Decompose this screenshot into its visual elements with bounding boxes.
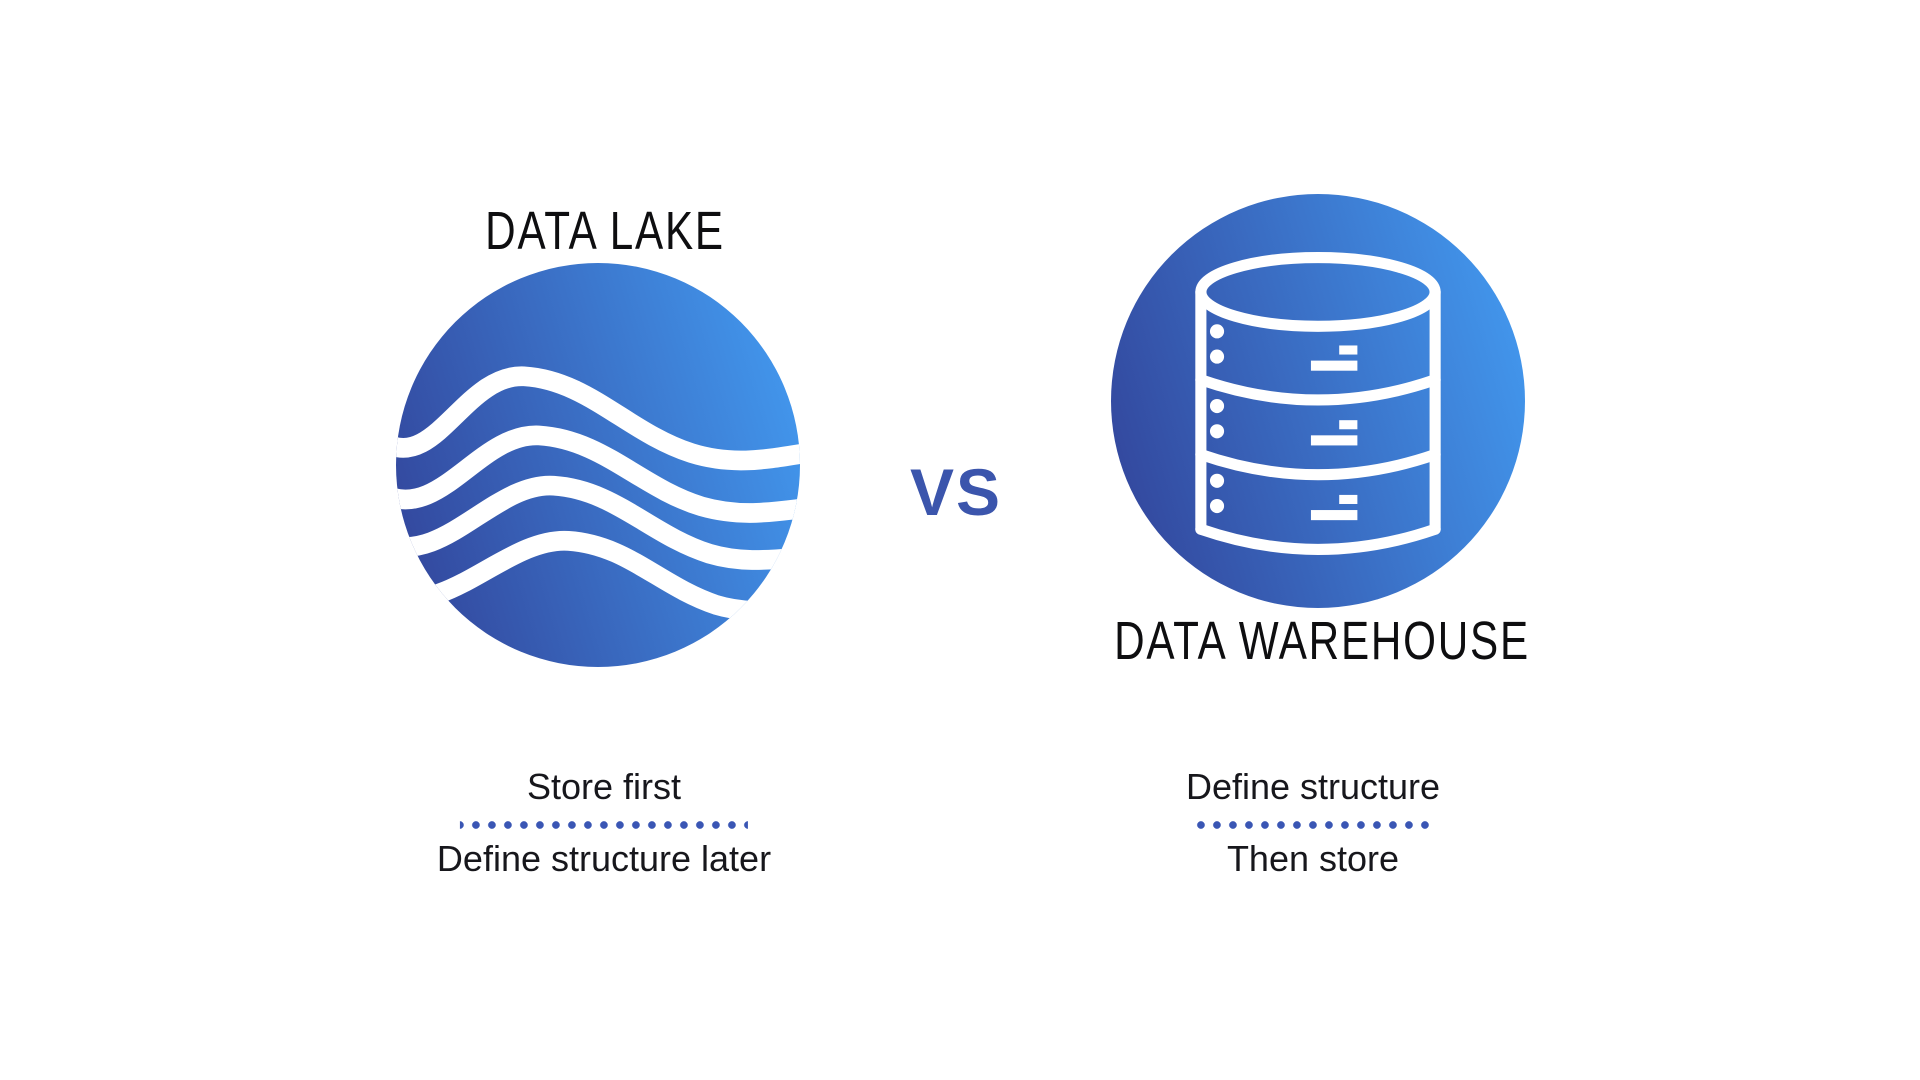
data-lake-title: DATA LAKE xyxy=(485,201,725,262)
lake-caption-line2: Define structure later xyxy=(436,838,772,879)
lake-caption-line1: Store first xyxy=(526,766,682,807)
warehouse-caption-line2: Then store xyxy=(1226,838,1400,879)
data-warehouse-title: DATA WAREHOUSE xyxy=(1114,611,1530,672)
data-lake-caption: Store first Define structure later xyxy=(437,766,771,880)
dotted-separator xyxy=(1192,820,1433,830)
data-warehouse-circle xyxy=(1111,194,1525,608)
data-lake-waves-icon xyxy=(396,263,800,667)
warehouse-caption-line1: Define structure xyxy=(1185,766,1441,807)
dotted-separator xyxy=(460,820,748,830)
data-warehouse-caption: Define structure Then store xyxy=(1186,766,1440,880)
data-lake-circle xyxy=(396,263,800,667)
database-stack-icon xyxy=(1111,194,1525,608)
vs-label: VS xyxy=(909,454,1003,529)
